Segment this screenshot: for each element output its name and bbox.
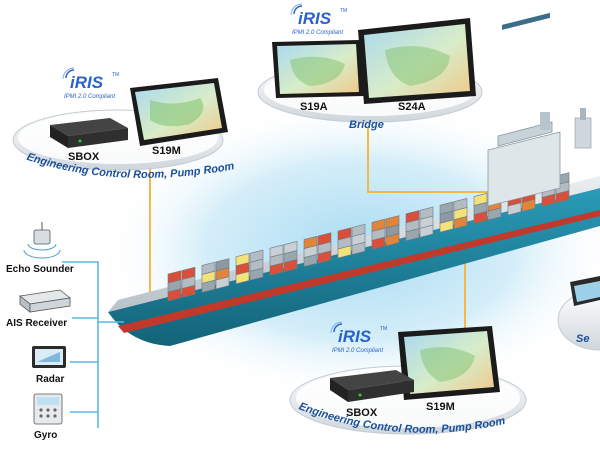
svg-text:TM: TM xyxy=(380,326,387,332)
shipping-container xyxy=(235,253,250,267)
sensor-gyro: Gyro xyxy=(33,393,63,441)
iris-logo-bridge: iRIS TM IPMI 2.0 Compliant xyxy=(290,3,347,36)
station-right-partial: Se xyxy=(557,276,600,351)
device-label-sbox-bottom: SBOX xyxy=(346,407,378,419)
sbox-device-bottom xyxy=(330,370,414,402)
shipping-container xyxy=(249,249,264,263)
shipping-container xyxy=(385,215,400,229)
monitor-s19a xyxy=(272,40,364,98)
sensor-echo-sounder: Echo Sounder xyxy=(6,222,74,275)
svg-text:iRIS: iRIS xyxy=(70,73,104,92)
monitor-s24a xyxy=(358,18,476,104)
location-label-bridge: Bridge xyxy=(349,119,384,131)
shipping-container xyxy=(405,210,420,224)
svg-text:Echo Sounder: Echo Sounder xyxy=(6,264,74,275)
device-label-s19m-top: S19M xyxy=(152,145,181,157)
shipping-container xyxy=(201,261,216,275)
ship-bridge-tower xyxy=(487,12,592,207)
svg-text:IPMI 2.0 Compliant: IPMI 2.0 Compliant xyxy=(292,30,343,36)
svg-text:iRIS: iRIS xyxy=(298,9,332,28)
shipping-container xyxy=(439,201,454,215)
iris-logo-bottom: iRIS TM IPMI 2.0 Compliant xyxy=(330,321,387,354)
station-engine-bottom: iRIS TM IPMI 2.0 Compliant SBOX S19M Eng… xyxy=(289,321,527,436)
monitor-s19m-top xyxy=(130,78,228,146)
station-bridge: iRIS TM IPMI 2.0 Compliant S19A S24A Bri… xyxy=(257,3,483,131)
svg-text:TM: TM xyxy=(340,8,347,14)
location-label-right-partial: Se xyxy=(576,333,589,345)
gyro-icon xyxy=(33,393,63,425)
device-label-s19m-bottom: S19M xyxy=(426,401,455,413)
echo-sounder-icon xyxy=(23,222,61,259)
shipping-container xyxy=(181,266,196,280)
radar-icon xyxy=(32,346,66,368)
svg-text:AIS Receiver: AIS Receiver xyxy=(6,318,67,329)
ship-hull-stripe xyxy=(118,210,600,333)
device-label-s19a: S19A xyxy=(300,101,328,113)
shipping-container xyxy=(303,235,318,249)
ais-receiver-icon xyxy=(19,289,71,313)
svg-text:Gyro: Gyro xyxy=(34,430,57,441)
shipping-container xyxy=(351,223,366,237)
svg-text:Radar: Radar xyxy=(36,374,64,385)
device-label-s24a: S24A xyxy=(398,101,426,113)
shipping-container xyxy=(473,192,488,206)
shipping-container xyxy=(269,244,284,258)
sbox-device-top xyxy=(50,118,128,148)
svg-text:IPMI 2.0 Compliant: IPMI 2.0 Compliant xyxy=(332,348,383,354)
shipping-container xyxy=(317,232,332,246)
station-engine-top: iRIS TM IPMI 2.0 Compliant SBOX S19M Eng… xyxy=(12,67,235,181)
sensor-radar: Radar xyxy=(32,346,66,385)
shipping-container xyxy=(371,218,386,232)
monitor-s19m-bottom xyxy=(398,326,500,400)
device-label-sbox-top: SBOX xyxy=(68,151,100,163)
sensor-bus xyxy=(62,261,124,428)
container-ship xyxy=(108,12,600,346)
shipping-container xyxy=(453,198,468,212)
shipping-container xyxy=(167,270,182,284)
iris-logo-top-left: iRIS TM IPMI 2.0 Compliant xyxy=(62,67,119,100)
shipping-container xyxy=(337,227,352,241)
shipping-container xyxy=(419,206,434,220)
svg-text:TM: TM xyxy=(112,72,119,78)
svg-text:IPMI 2.0 Compliant: IPMI 2.0 Compliant xyxy=(64,94,115,100)
shipping-container xyxy=(283,241,298,255)
shipping-container xyxy=(215,258,230,272)
svg-text:iRIS: iRIS xyxy=(338,327,372,346)
sensor-ais-receiver: AIS Receiver xyxy=(6,289,71,329)
